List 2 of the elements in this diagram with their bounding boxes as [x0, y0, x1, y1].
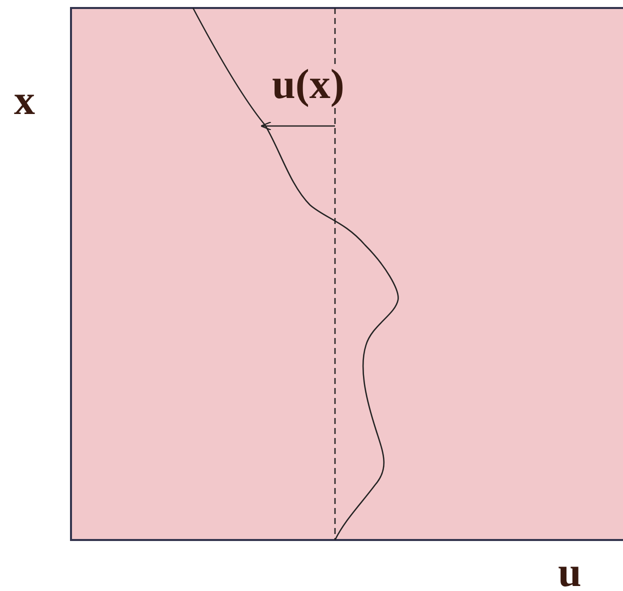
- axis-label: x: [14, 80, 35, 122]
- axis-label: u: [558, 552, 582, 591]
